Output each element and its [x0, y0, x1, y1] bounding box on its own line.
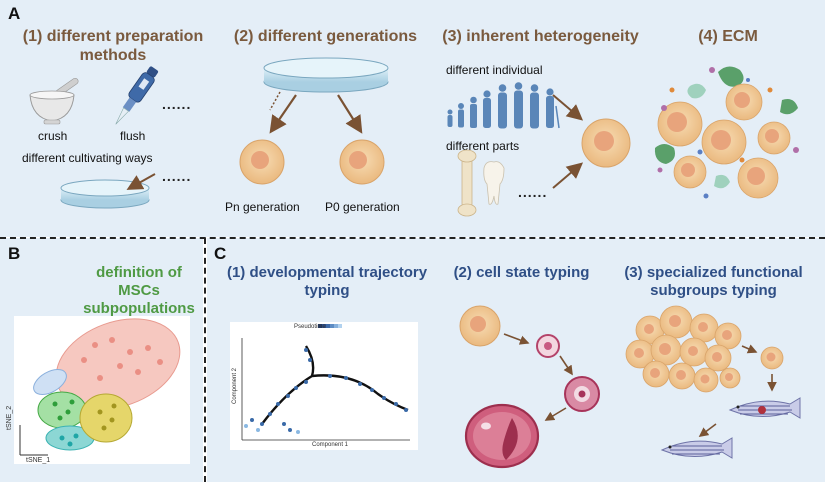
tsne-y-axis-label: tSNE_2: [6, 405, 13, 430]
subpopulations-title-line1: definition of: [96, 264, 182, 281]
zebrafish-icon: [660, 437, 733, 459]
flush-label: flush: [120, 129, 146, 143]
cell-state-title: (2) cell state typing: [453, 264, 590, 281]
functional-subgroups-title-line2: subgroups typing: [650, 282, 777, 299]
pn-generation-label: Pn generation: [225, 200, 300, 214]
tsne-plot: [19, 318, 181, 456]
panel-letter-b: B: [8, 244, 21, 263]
trajectory-title-line1: (1) developmental trajectory: [226, 264, 428, 281]
mortar-pestle-icon: [29, 77, 79, 125]
prep-methods-title: (1) different preparation methods: [8, 27, 218, 65]
heterogeneity-title: (3) inherent heterogeneity: [442, 28, 639, 45]
prep-methods-title-line1: (1) different preparation: [22, 28, 204, 45]
trajectory-y-axis-label: Component 2: [232, 367, 238, 404]
cell-icon: [760, 346, 784, 370]
petri-dish-icon: [263, 57, 389, 93]
parts-ellipsis: ......: [518, 184, 548, 200]
prep-methods-title-line2: methods: [79, 47, 147, 64]
tooth-icon: [483, 161, 505, 205]
cultivating-ellipsis: ......: [162, 168, 192, 184]
subpopulations-title: definition of MSCs subpopulations: [64, 264, 214, 318]
pseudotime-legend-title: Pseudotime: [294, 324, 326, 330]
cell-cluster: [625, 305, 742, 393]
zebrafish-icon: [728, 397, 801, 419]
vertical-divider: [204, 238, 206, 482]
cell-icon: [459, 305, 501, 347]
generations-title: (2) different generations: [233, 28, 418, 45]
trajectory-x-axis-label: Component 1: [312, 442, 349, 448]
panel-letter-c: C: [214, 244, 227, 263]
cultivating-label: different cultivating ways: [22, 151, 153, 165]
trajectory-title: (1) developmental trajectory typing: [212, 264, 442, 300]
horizontal-divider: [0, 237, 825, 239]
p0-generation-label: P0 generation: [325, 200, 400, 214]
ecm-cluster: [654, 66, 799, 199]
cell-icon: [581, 118, 631, 168]
trajectory-plot-card: [230, 322, 418, 450]
bone-icon: [457, 149, 477, 217]
different-parts-label: different parts: [446, 139, 520, 153]
functional-subgroups-title-line1: (3) specialized functional: [624, 264, 803, 281]
cell-icon: [536, 334, 560, 358]
tsne-x-axis-label: tSNE_1: [26, 457, 51, 464]
human-silhouettes-icon: [447, 82, 560, 129]
cell-icon: [339, 139, 385, 185]
trajectory-title-line2: typing: [304, 282, 350, 299]
different-individual-label: different individual: [446, 63, 543, 77]
pipette-icon: [115, 66, 159, 125]
crush-label: crush: [38, 129, 68, 143]
functional-subgroups-title: (3) specialized functional subgroups typ…: [606, 264, 821, 300]
methods-ellipsis: ......: [162, 96, 192, 112]
panel-letter-a: A: [8, 4, 21, 23]
ecm-title: (4) ECM: [698, 28, 758, 45]
subpopulations-title-line2: MSCs subpopulations: [83, 282, 195, 317]
cell-icon: [239, 139, 285, 185]
trajectory-plot: [241, 324, 410, 441]
red-blood-cell-icon: [464, 403, 540, 469]
cell-icon: [564, 376, 600, 412]
